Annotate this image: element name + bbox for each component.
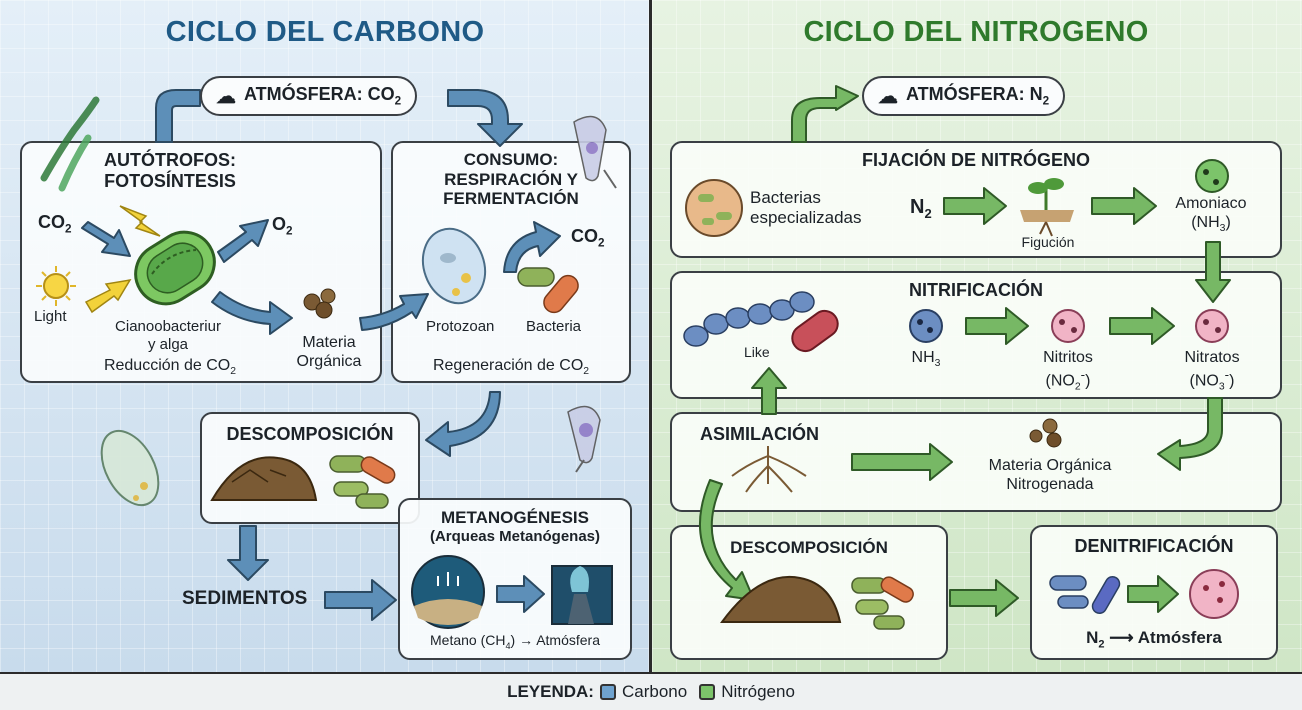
like-label: Like xyxy=(744,344,770,360)
figucion-label: Figución xyxy=(1021,234,1075,250)
cloud-icon: ☁ xyxy=(878,85,898,108)
nitrogen-cycle-title: CICLO DEL NITROGENO xyxy=(803,16,1149,48)
methane-label: Metano (CH4) → Atmósfera xyxy=(430,632,600,651)
denitrification-n2-label: N2 ⟶ Atmósfera xyxy=(1086,628,1222,651)
carbon-atmosphere-pill: ☁ ATMÓSFERA: CO2 xyxy=(200,76,418,116)
denitrification-title: DENITRIFICACIÓN xyxy=(1074,536,1234,556)
co2-regeneration-label: Regeneración de CO2 xyxy=(432,357,590,378)
legend-label: LEYENDA: xyxy=(507,682,594,701)
carbon-cycle-title: CICLO DEL CARBONO xyxy=(165,16,485,48)
nitrogen-atmosphere-pill: ☁ ATMÓSFERA: N2 xyxy=(862,76,1066,116)
bacteria-label: Bacteria xyxy=(526,318,582,335)
fixation-title: FIJACIÓN DE NITRÓGENO xyxy=(861,150,1090,170)
nitrates-label: Nitratos (NO3-) xyxy=(1184,349,1240,393)
fixation-n2-label: N2 xyxy=(910,196,932,221)
nitrogen-swatch xyxy=(699,684,716,700)
nitrogen-decomposition-title: DESCOMPOSICIÓN xyxy=(730,538,888,557)
co2-label: CO2 xyxy=(38,212,72,236)
consumption-co2-label: CO2 xyxy=(571,226,605,250)
nh3-label: NH3 xyxy=(911,349,941,370)
assimilation-title: ASIMILACIÓN xyxy=(700,424,819,444)
o2-label: O2 xyxy=(272,214,293,238)
carbon-swatch xyxy=(599,684,616,700)
legend-nitrogen: Nitrógeno xyxy=(721,682,795,701)
cloud-icon: ☁ xyxy=(216,85,236,108)
nitrogen-atmosphere-label: ATMÓSFERA: N2 xyxy=(906,84,1050,108)
legend-carbon: Carbono xyxy=(621,682,688,701)
legend: LEYENDA: Carbono Nitrógeno xyxy=(0,672,1302,710)
methanogenesis-title: METANOGÉNESIS (Arqueas Metanógenas) xyxy=(429,508,601,545)
nitrites-label: Nitritos (NO2-) xyxy=(1043,349,1093,393)
co2-reduction-label: Reducción de CO2 xyxy=(103,357,237,378)
carbon-decomposition-title: DESCOMPOSICIÓN xyxy=(226,424,394,444)
ammonia-label: Amoniaco (NH3) xyxy=(1175,195,1247,235)
autotrophs-title: AUTÓTROFOS:FOTOSÍNTESIS xyxy=(104,150,236,191)
sediments-label: SEDIMENTOS xyxy=(182,588,308,609)
light-label: Light xyxy=(34,308,67,325)
panel-divider xyxy=(649,0,652,672)
protozoan-label: Protozoan xyxy=(426,318,495,335)
carbon-atmosphere-label: ATMÓSFERA: CO2 xyxy=(244,84,402,108)
nitrification-title: NITRIFICACIÓN xyxy=(909,280,1043,300)
